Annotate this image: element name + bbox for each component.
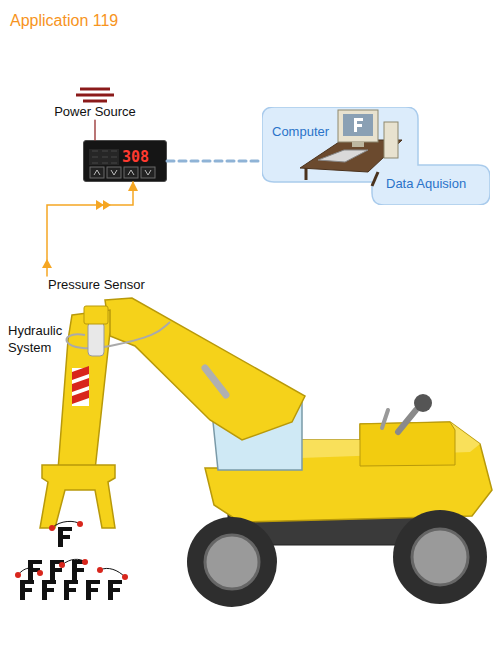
logo-dot [15, 572, 21, 578]
monitor-stand [352, 142, 364, 147]
wheel-hub [412, 529, 468, 585]
flow-arrow [96, 200, 111, 210]
power-wire [94, 120, 95, 140]
hydraulic-hose [66, 322, 170, 348]
boom-arm [105, 298, 305, 440]
logo-wire [18, 521, 125, 577]
logo-dot [77, 521, 83, 527]
node-outline [262, 107, 490, 205]
sensor-cylinder [88, 322, 104, 356]
connector-group [95, 120, 96, 140]
button [107, 167, 121, 178]
computer-tower [384, 122, 398, 158]
power-source: Power Source [45, 84, 145, 120]
wheel-hub [205, 535, 259, 589]
ghost-digits [89, 149, 119, 165]
pressure-sensor [84, 306, 108, 324]
battery-plate [80, 88, 110, 91]
warning-stripe [72, 366, 89, 404]
node-text: Data Aquision [386, 176, 466, 191]
logo-mark [42, 580, 56, 600]
desk [300, 140, 402, 172]
battery-symbol [76, 89, 114, 101]
control-box [360, 422, 455, 466]
load-logos [20, 527, 122, 600]
control-lever [382, 410, 388, 428]
wheel [187, 517, 277, 607]
node-text: Power Source [45, 104, 145, 119]
logo-mark [20, 580, 34, 600]
computer-cloud: ComputerData Aquision [262, 107, 490, 205]
cloud-shape [262, 107, 490, 205]
logo-mark [86, 580, 100, 600]
logo-dot [49, 525, 55, 531]
logo-dots [15, 521, 128, 580]
monitor [338, 110, 378, 142]
control-lever [398, 410, 416, 432]
data-link [167, 160, 262, 163]
battery-plate [76, 94, 114, 97]
node-text: Computer [272, 124, 329, 139]
node-text: 308 [122, 148, 149, 166]
signal-wire [47, 182, 133, 276]
button-glyph [94, 170, 151, 175]
button [90, 167, 104, 178]
ghost-segments [92, 151, 117, 163]
flow-arrow [42, 259, 52, 268]
logo-dot [97, 567, 103, 573]
digital-display: 308 [83, 140, 167, 182]
title: Application 119 [10, 12, 118, 30]
logo-dot [122, 574, 128, 580]
node-text: Pressure Sensor [48, 277, 145, 292]
connector-group [47, 182, 133, 276]
desk-leg [305, 168, 308, 180]
logo-mark [50, 560, 64, 580]
logo-dot [82, 559, 88, 565]
logo-mark [58, 527, 72, 547]
button [141, 167, 155, 178]
display-buttons [90, 167, 155, 178]
claw [40, 465, 115, 528]
logo-mark [64, 580, 78, 600]
logo-dot [37, 570, 43, 576]
connector-group [167, 161, 262, 162]
part-label: Hydraulic System [8, 322, 72, 356]
keyboard [318, 150, 368, 162]
desk-leg [372, 172, 378, 186]
button [124, 167, 138, 178]
logo-mark [108, 580, 122, 600]
battery-plate [83, 100, 107, 103]
monitor-screen [343, 114, 373, 136]
pressure-sensor: Pressure Sensor [44, 276, 156, 294]
lever-knob [414, 394, 432, 412]
logo-mark [28, 560, 42, 580]
logo-dot [59, 562, 65, 568]
screen-logo [354, 118, 363, 132]
wheel [393, 510, 487, 604]
hydraulic-piston [205, 368, 226, 395]
